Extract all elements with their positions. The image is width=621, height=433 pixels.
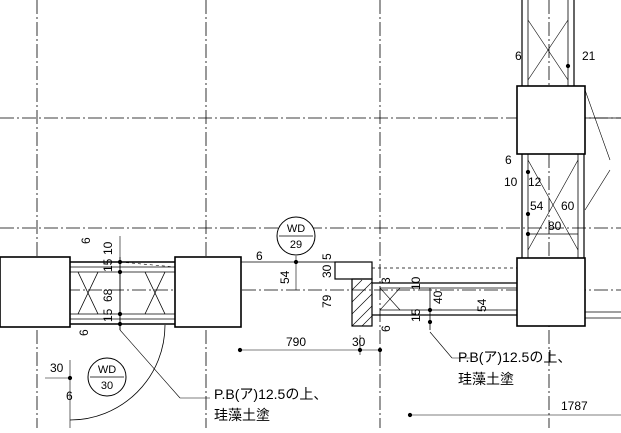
- dimension-lines: [45, 63, 621, 428]
- dim-label: 54: [278, 270, 292, 284]
- dim-label: 10: [101, 241, 115, 255]
- dim-label: 30: [352, 335, 366, 349]
- note-line1: P.B(ア)12.5の上、: [458, 349, 571, 365]
- dim-label: 80: [548, 219, 562, 233]
- column-right-bottom: [516, 257, 586, 327]
- tag-number: 30: [101, 380, 113, 392]
- note-left: P.B(ア)12.5の上、 珪藻土塗: [214, 386, 327, 423]
- dim-label: 790: [286, 335, 306, 349]
- dims-left-side: 30 6: [50, 361, 73, 403]
- dim-far-bottom: 1787: [561, 399, 588, 413]
- dim-label: 54: [530, 199, 544, 213]
- dims-top-right: 6 21 6 10 12 54 60 80: [504, 49, 596, 233]
- tag-number: 29: [290, 239, 302, 251]
- dims-mid-wall: 6 54 30 5 79: [256, 249, 334, 308]
- dim-label: 40: [431, 290, 445, 304]
- wall-left: [70, 257, 176, 330]
- dims-left-wall: 6 10 15 68 15 6: [77, 237, 115, 336]
- dims-right-wall: 3 10 40 54 15 6: [379, 276, 489, 332]
- dim-label: 21: [582, 49, 596, 63]
- dim-label: 6: [379, 325, 393, 332]
- tag-code: WD: [98, 364, 116, 376]
- note-line1: P.B(ア)12.5の上、: [214, 386, 327, 402]
- note-right: P.B(ア)12.5の上、 珪藻土塗: [458, 349, 571, 387]
- wall-right-vertical: [521, 0, 621, 319]
- dim-label: 10: [504, 175, 518, 189]
- column-left: [0, 256, 71, 328]
- dim-label: 79: [320, 294, 334, 308]
- dim-label: 6: [256, 249, 263, 263]
- note-line2: 珪藻土塗: [458, 371, 514, 387]
- dims-bottom: 790 30: [286, 335, 366, 349]
- dim-label: 54: [475, 298, 489, 312]
- dim-label: 60: [561, 199, 575, 213]
- columns: [0, 85, 586, 328]
- dim-label: 15: [101, 308, 115, 322]
- dim-label: 6: [79, 237, 93, 244]
- tag-code: WD: [287, 223, 305, 235]
- door-swing-arc: [69, 324, 166, 421]
- dim-label: 6: [77, 329, 91, 336]
- dim-label: 12: [528, 175, 542, 189]
- dim-label: 3: [379, 277, 393, 284]
- dim-label: 30: [320, 264, 334, 278]
- dim-label: 15: [101, 258, 115, 272]
- column-right-top: [516, 85, 586, 155]
- dim-label: 6: [515, 49, 522, 63]
- dim-label: 30: [50, 361, 64, 375]
- column-mid: [174, 256, 242, 328]
- dim-label: 15: [409, 308, 423, 322]
- dim-label: 68: [101, 288, 115, 302]
- note-line2: 珪藻土塗: [214, 407, 270, 423]
- tag-wd-30: WD 30: [87, 357, 127, 397]
- dim-label: 10: [409, 276, 423, 290]
- tag-wd-29: WD 29: [276, 216, 316, 256]
- dim-label: 5: [320, 253, 334, 260]
- dim-label: 6: [505, 153, 512, 167]
- dim-label: 6: [66, 389, 73, 403]
